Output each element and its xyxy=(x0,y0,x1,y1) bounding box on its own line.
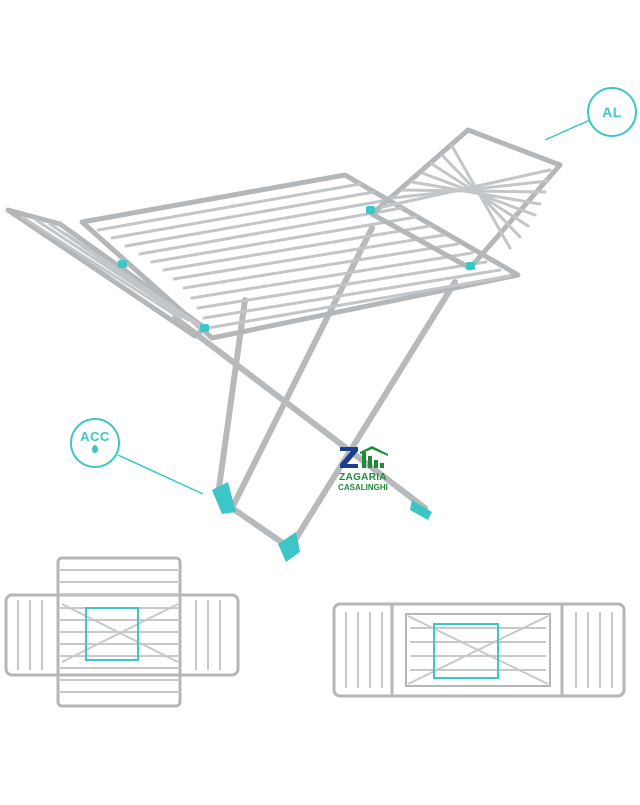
teal-accessories xyxy=(118,206,475,562)
top-view-wings-open xyxy=(4,556,240,708)
brand-logo: ZAGARIA CASALINGHI xyxy=(334,444,392,494)
badge-acc-label: ACC xyxy=(80,429,110,444)
callout-lines xyxy=(117,119,591,495)
logo-text-zagaria: ZAGARIA xyxy=(339,472,387,483)
center-panel xyxy=(79,172,521,341)
right-foot xyxy=(410,500,432,520)
center-foot xyxy=(278,532,300,562)
top-view-compact xyxy=(332,602,626,698)
logo-text-casalinghi: CASALINGHI xyxy=(338,483,388,492)
water-drop-icon xyxy=(92,445,98,453)
left-foot xyxy=(212,482,236,514)
right-wing xyxy=(369,127,563,271)
badge-al-label: AL xyxy=(602,104,622,120)
material-badge-acc: ACC xyxy=(70,418,120,468)
material-badge-al: AL xyxy=(587,87,637,137)
zagaria-logo-icon xyxy=(340,446,388,468)
